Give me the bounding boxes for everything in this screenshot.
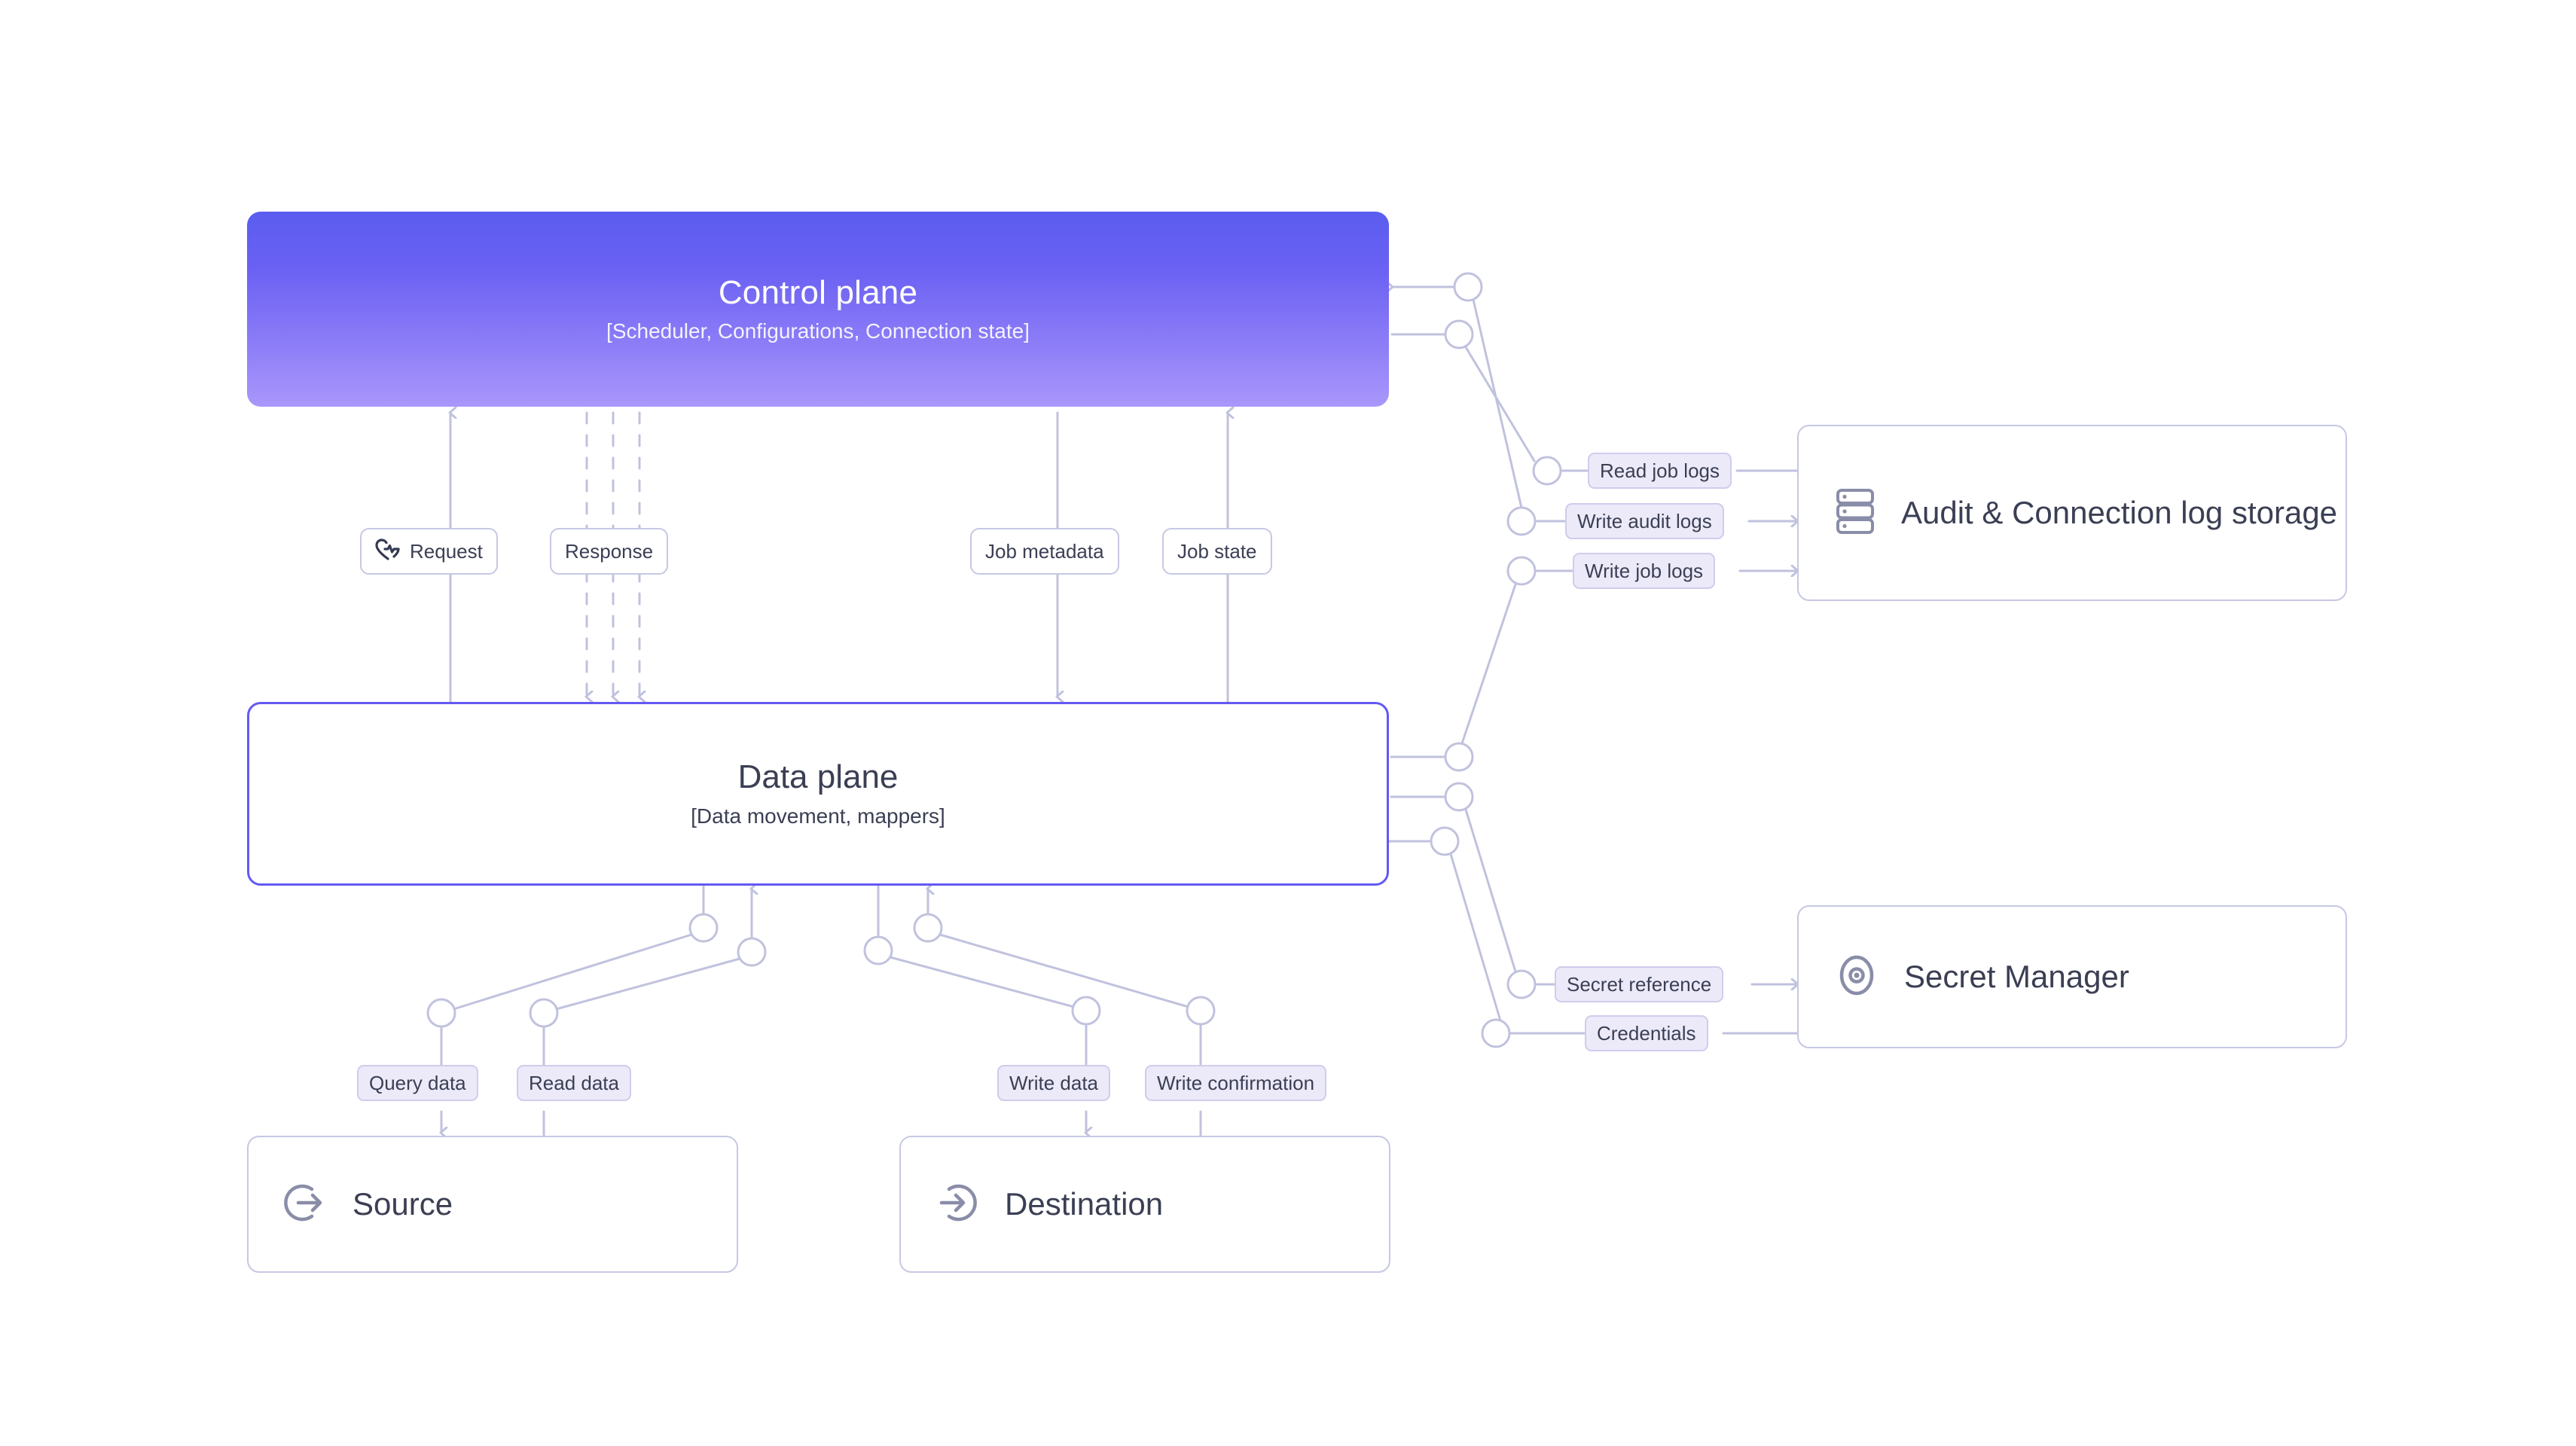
edge-label-job-state[interactable]: Job state — [1162, 528, 1272, 575]
edge-label-job-metadata-text: Job metadata — [985, 540, 1104, 563]
edge-label-request[interactable]: Request — [360, 528, 498, 575]
wire-dp-c-to-credentials — [1449, 853, 1502, 1022]
secret-manager-card[interactable]: Secret Manager — [1797, 905, 2347, 1048]
connector-dot-write-audit-logs — [1506, 506, 1537, 536]
source-label: Source — [353, 1186, 453, 1222]
connector-dot-confirmation-hub — [913, 913, 943, 943]
edge-label-read-data-text: Read data — [529, 1072, 619, 1094]
control-plane-subtitle: [Scheduler, Configurations, Connection s… — [606, 319, 1030, 343]
edge-label-query-data[interactable]: Query data — [357, 1065, 478, 1101]
connector-dot-cp-b — [1444, 319, 1474, 349]
connector-dot-read-job-logs — [1532, 456, 1562, 486]
wire-write-job-logs-to-dp — [1460, 583, 1517, 747]
connector-dot-query-hub — [688, 913, 719, 943]
eye-target-icon — [1835, 953, 1879, 1001]
edge-label-read-job-logs-text: Read job logs — [1600, 459, 1720, 482]
edge-label-write-data[interactable]: Write data — [997, 1065, 1111, 1101]
wire-dp-b-to-secret-ref — [1464, 808, 1517, 973]
edge-label-read-data[interactable]: Read data — [517, 1065, 631, 1101]
edge-label-read-job-logs[interactable]: Read job logs — [1588, 453, 1732, 489]
arrow-out-circle-icon — [282, 1180, 327, 1229]
edge-label-job-metadata[interactable]: Job metadata — [970, 528, 1119, 575]
wire-read-hub-diagonal — [554, 957, 741, 1011]
wire-cp-b-to-read-job — [1464, 346, 1536, 462]
connector-dot-credentials — [1481, 1018, 1511, 1048]
edge-label-write-audit-logs[interactable]: Write audit logs — [1565, 503, 1724, 539]
wire-write-hub-diagonal — [889, 956, 1076, 1008]
connector-dot-read-hub — [737, 937, 767, 967]
source-card[interactable]: Source — [247, 1136, 738, 1273]
secret-manager-label: Secret Manager — [1904, 959, 2129, 995]
connector-dot-read-data — [529, 998, 559, 1028]
edge-label-write-confirmation-text: Write confirmation — [1157, 1072, 1315, 1094]
edge-label-write-job-logs[interactable]: Write job logs — [1573, 553, 1716, 589]
connector-dot-dp-a — [1444, 742, 1474, 772]
audit-log-storage-card[interactable]: Audit & Connection log storage — [1797, 425, 2347, 601]
connector-dot-write-job-logs — [1506, 556, 1537, 586]
edge-label-write-audit-logs-text: Write audit logs — [1577, 510, 1712, 532]
server-stack-icon — [1835, 488, 1876, 538]
edge-label-write-job-logs-text: Write job logs — [1585, 560, 1704, 582]
control-plane-box[interactable]: Control plane [Scheduler, Configurations… — [247, 212, 1389, 407]
arrow-in-circle-icon — [934, 1180, 979, 1229]
connector-dot-secret-reference — [1506, 969, 1537, 999]
connector-dot-dp-c — [1430, 826, 1460, 856]
wire-cp-a-to-write-audit — [1472, 298, 1523, 509]
connector-dot-write-data — [1071, 996, 1101, 1026]
connector-dot-query-data — [426, 998, 456, 1028]
wire-query-hub-diagonal — [452, 933, 693, 1011]
edge-label-credentials-text: Credentials — [1597, 1022, 1696, 1045]
wire-confirmation-hub-diagonal — [939, 933, 1190, 1008]
edge-label-response[interactable]: Response — [550, 528, 669, 575]
edge-label-write-data-text: Write data — [1009, 1072, 1099, 1094]
connector-dot-write-hub — [863, 935, 893, 966]
data-plane-subtitle: [Data movement, mappers] — [691, 804, 945, 828]
edge-label-query-data-text: Query data — [369, 1072, 466, 1094]
connector-dot-cp-a — [1453, 272, 1483, 302]
heart-pulse-icon — [375, 538, 401, 564]
edge-label-job-state-text: Job state — [1177, 540, 1257, 563]
connector-dot-dp-b — [1444, 782, 1474, 812]
edge-label-request-text: Request — [410, 540, 483, 563]
data-plane-title: Data plane — [737, 758, 899, 796]
audit-log-storage-label: Audit & Connection log storage — [1901, 495, 2338, 531]
data-plane-box[interactable]: Data plane [Data movement, mappers] — [247, 702, 1389, 886]
connector-dot-write-confirmation — [1186, 996, 1216, 1026]
edge-label-response-text: Response — [565, 540, 654, 563]
edge-label-credentials[interactable]: Credentials — [1585, 1015, 1708, 1051]
edge-label-write-confirmation[interactable]: Write confirmation — [1145, 1065, 1327, 1101]
destination-label: Destination — [1005, 1186, 1164, 1222]
destination-card[interactable]: Destination — [899, 1136, 1390, 1273]
edge-label-secret-reference[interactable]: Secret reference — [1555, 966, 1724, 1002]
control-plane-title: Control plane — [718, 273, 918, 311]
edge-label-secret-reference-text: Secret reference — [1567, 973, 1712, 996]
